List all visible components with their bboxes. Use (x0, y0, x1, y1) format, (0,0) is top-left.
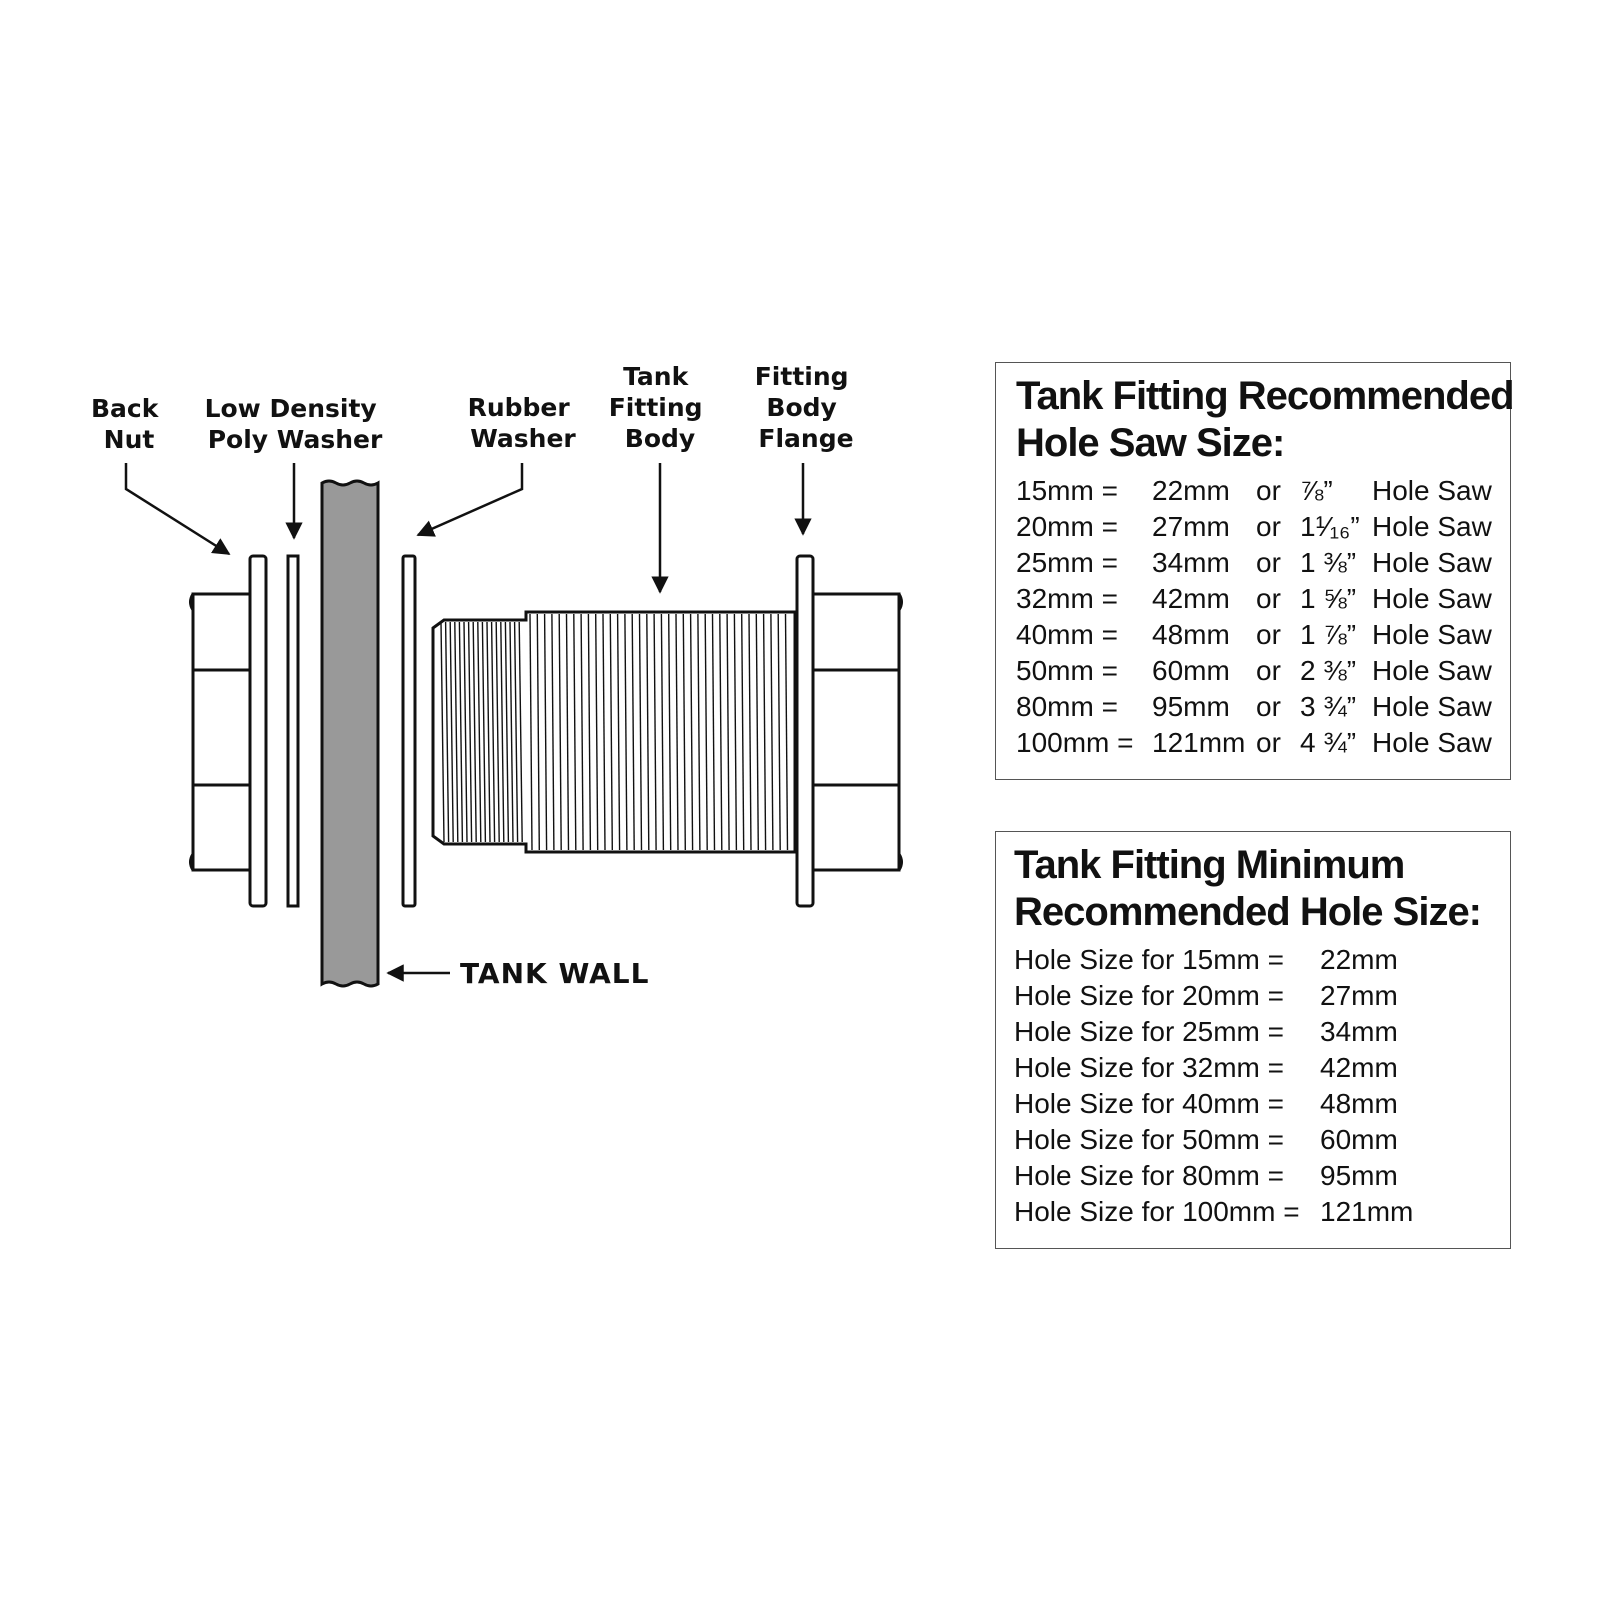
hole-saw-size: 32mm = (1016, 583, 1118, 614)
hole-saw-or: or (1256, 655, 1281, 686)
flange-shape (795, 554, 903, 908)
tank-wall-shape (320, 479, 380, 988)
min-hole-value: 42mm (1320, 1052, 1398, 1083)
hole-saw-title: Tank Fitting Recommended Hole Saw Size: (1016, 374, 1515, 465)
hole-saw-size: 80mm = (1016, 691, 1118, 722)
table-row: 80mm = 95mm or 3 ¾” Hole Saw (1016, 689, 1492, 725)
rubber-washer-shape (401, 554, 417, 908)
hole-saw-saw: Hole Saw (1372, 727, 1492, 758)
leader-arrows (124, 463, 812, 982)
table-row: Hole Size for 50mm = 60mm (1014, 1122, 1413, 1158)
hole-saw-hole: 27mm (1152, 511, 1230, 542)
hole-saw-saw: Hole Saw (1372, 583, 1492, 614)
min-hole-value: 60mm (1320, 1124, 1398, 1155)
hole-saw-or: or (1256, 511, 1281, 542)
hole-saw-inch: 3 ¾” (1300, 691, 1357, 722)
table-row: Hole Size for 15mm = 22mm (1014, 942, 1413, 978)
hole-saw-inch: ⅞” (1300, 475, 1333, 506)
min-hole-value: 121mm (1320, 1196, 1414, 1227)
min-hole-value: 48mm (1320, 1088, 1398, 1119)
min-hole-value: 27mm (1320, 980, 1398, 1011)
hole-saw-saw: Hole Saw (1372, 619, 1492, 650)
hole-saw-saw: Hole Saw (1372, 547, 1492, 578)
hole-saw-or: or (1256, 547, 1281, 578)
rubber-washer-arrow (416, 463, 524, 537)
hole-saw-inch: 4 ¾” (1300, 727, 1357, 758)
flange-label: Fitting Body Flange (755, 362, 858, 453)
min-hole-label: Hole Size for 20mm = (1014, 980, 1284, 1011)
min-hole-label: Hole Size for 80mm = (1014, 1160, 1284, 1191)
hole-saw-or: or (1256, 691, 1281, 722)
hole-saw-inch: 1 ⅞” (1300, 619, 1357, 650)
hole-saw-size: 20mm = (1016, 511, 1118, 542)
table-row: Hole Size for 80mm = 95mm (1014, 1158, 1413, 1194)
table-row: 15mm = 22mm or ⅞” Hole Saw (1016, 473, 1492, 509)
table-row: 40mm = 48mm or 1 ⅞” Hole Saw (1016, 617, 1492, 653)
hole-saw-hole: 42mm (1152, 583, 1230, 614)
hole-saw-size: 40mm = (1016, 619, 1118, 650)
hole-saw-table: 15mm = 22mm or ⅞” Hole Saw 20mm = 27mm or 1¹⁄₁₆”… (1016, 473, 1492, 761)
hole-saw-size-panel: Tank Fitting Recommended Hole Saw Size: … (995, 362, 1515, 780)
hole-saw-or: or (1256, 475, 1281, 506)
hole-saw-or: or (1256, 583, 1281, 614)
min-hole-label: Hole Size for 15mm = (1014, 944, 1284, 975)
fitting-body-label: Tank Fitting Body (609, 362, 712, 453)
table-row: Hole Size for 32mm = 42mm (1014, 1050, 1413, 1086)
table-row: 100mm = 121mm or 4 ¾” Hole Saw (1016, 725, 1492, 761)
back-nut-label: Back Nut (91, 394, 167, 454)
table-row: 25mm = 34mm or 1 ⅜” Hole Saw (1016, 545, 1492, 581)
hole-saw-saw: Hole Saw (1372, 691, 1492, 722)
hole-saw-saw: Hole Saw (1372, 655, 1492, 686)
poly-washer-label: Low Density Poly Washer (205, 394, 386, 454)
hole-saw-inch: 1 ⅝” (1300, 583, 1357, 614)
min-hole-label: Hole Size for 50mm = (1014, 1124, 1284, 1155)
table-row: 20mm = 27mm or 1¹⁄₁₆” Hole Saw (1016, 509, 1492, 545)
hole-saw-size: 15mm = (1016, 475, 1118, 506)
table-row: 32mm = 42mm or 1 ⅝” Hole Saw (1016, 581, 1492, 617)
hole-saw-hole: 48mm (1152, 619, 1230, 650)
table-row: Hole Size for 20mm = 27mm (1014, 978, 1413, 1014)
tank-fitting-diagram: Back Nut Low Density Poly Washer Rubber … (91, 362, 903, 990)
back-nut-shape (189, 554, 268, 908)
hole-saw-hole: 22mm (1152, 475, 1230, 506)
min-hole-value: 22mm (1320, 944, 1398, 975)
min-hole-label: Hole Size for 40mm = (1014, 1088, 1284, 1119)
min-hole-title: Tank Fitting Minimum Recommended Hole Si… (1014, 843, 1482, 934)
hole-saw-size: 25mm = (1016, 547, 1118, 578)
hole-saw-saw: Hole Saw (1372, 475, 1492, 506)
min-hole-label: Hole Size for 32mm = (1014, 1052, 1284, 1083)
table-row: Hole Size for 100mm = 121mm (1014, 1194, 1413, 1230)
hole-saw-size: 100mm = (1016, 727, 1134, 758)
min-hole-value: 34mm (1320, 1016, 1398, 1047)
min-hole-label: Hole Size for 100mm = (1014, 1196, 1300, 1227)
table-row: Hole Size for 40mm = 48mm (1014, 1086, 1413, 1122)
hole-saw-saw: Hole Saw (1372, 511, 1492, 542)
hole-saw-hole: 95mm (1152, 691, 1230, 722)
back-nut-arrow (124, 463, 231, 556)
fitting-body-shape (431, 610, 797, 854)
hole-saw-inch: 1¹⁄₁₆” (1300, 511, 1360, 542)
hole-saw-or: or (1256, 619, 1281, 650)
poly-washer-shape (286, 554, 300, 908)
hole-saw-size: 50mm = (1016, 655, 1118, 686)
min-hole-label: Hole Size for 25mm = (1014, 1016, 1284, 1047)
hole-saw-hole: 60mm (1152, 655, 1230, 686)
table-row: 50mm = 60mm or 2 ⅜” Hole Saw (1016, 653, 1492, 689)
hole-saw-inch: 2 ⅜” (1300, 655, 1357, 686)
table-row: Hole Size for 25mm = 34mm (1014, 1014, 1413, 1050)
hole-saw-or: or (1256, 727, 1281, 758)
min-hole-size-panel: Tank Fitting Minimum Recommended Hole Si… (995, 831, 1511, 1249)
rubber-washer-label: Rubber Washer (468, 393, 579, 453)
hole-saw-inch: 1 ⅜” (1300, 547, 1357, 578)
hole-saw-hole: 121mm (1152, 727, 1246, 758)
min-hole-value: 95mm (1320, 1160, 1398, 1191)
tank-wall-label: TANK WALL (460, 957, 649, 990)
hole-saw-hole: 34mm (1152, 547, 1230, 578)
